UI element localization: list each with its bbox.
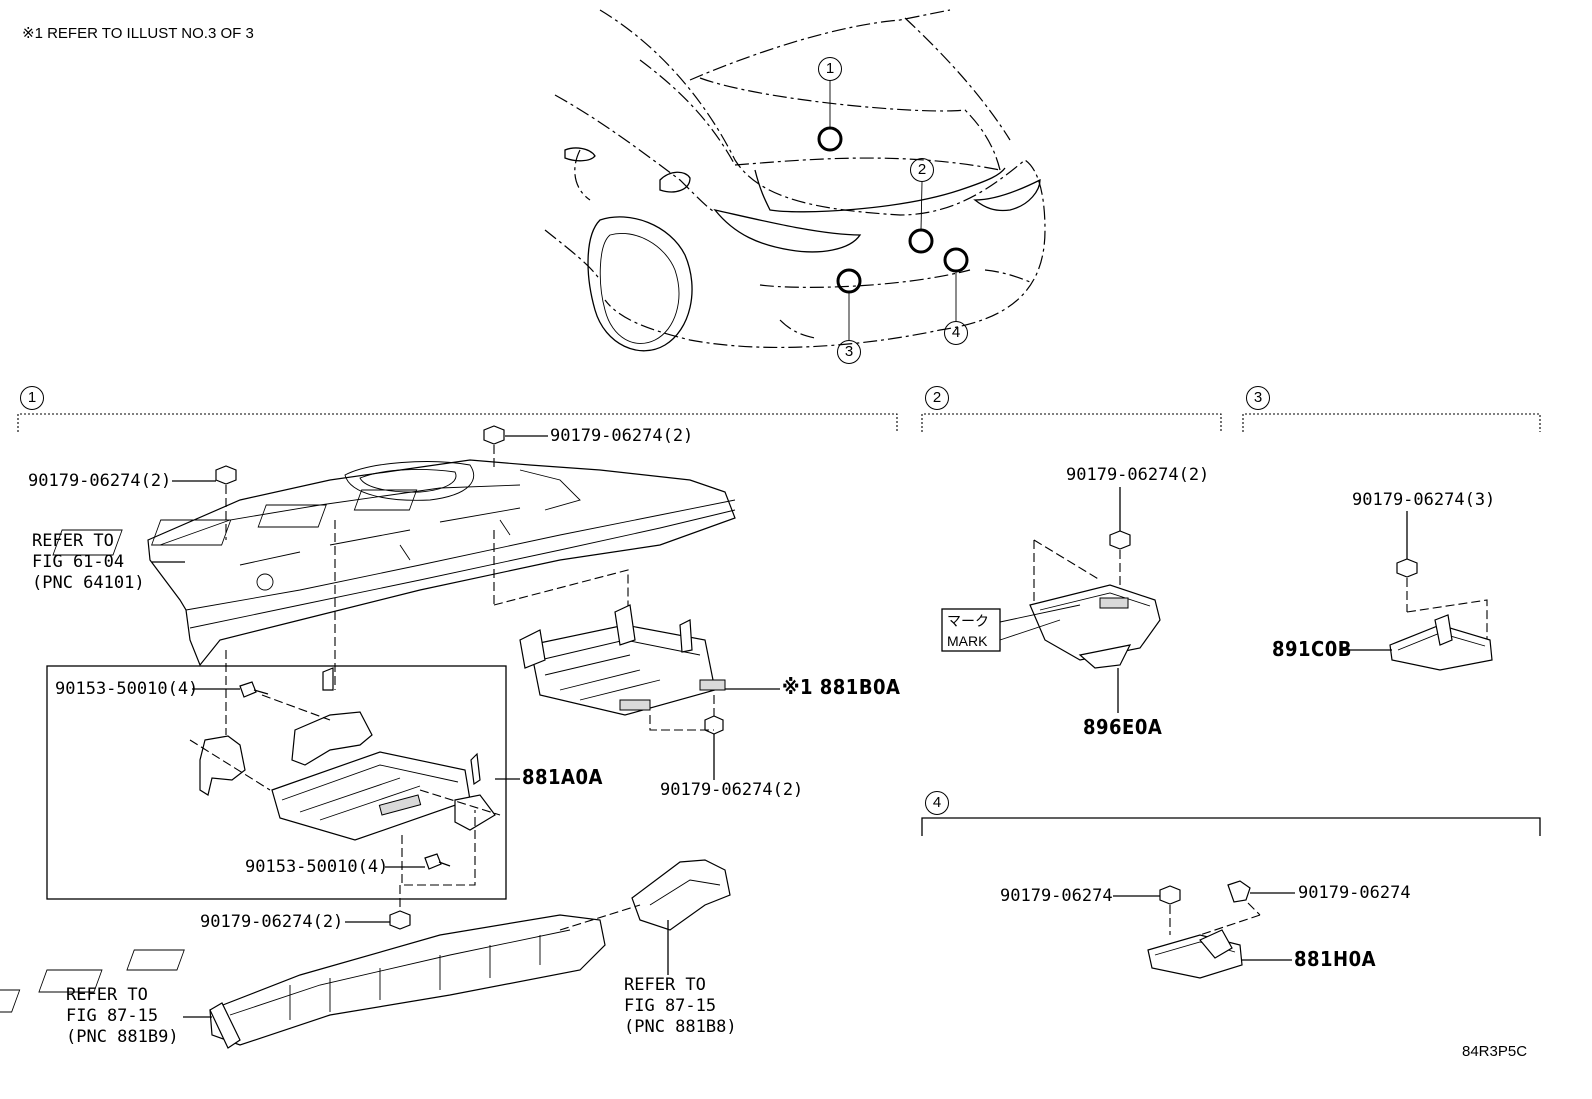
illustration-code: 84R3P5C (1462, 1043, 1528, 1060)
section-3-callout[interactable]: 3 (1246, 386, 1270, 410)
nut-label-bottom[interactable]: 90179-06274(2) (200, 912, 344, 932)
section-1-callout[interactable]: 1 (20, 386, 44, 410)
vehicle-callout-4[interactable]: 4 (944, 321, 968, 345)
nut-label-right[interactable]: 90179-06274(2) (660, 780, 804, 800)
section-4-callout[interactable]: 4 (925, 791, 949, 815)
refer-floor-label[interactable]: REFER TO FIG 61-04 (PNC 64101) (32, 531, 145, 593)
refer-left-label[interactable]: REFER TO FIG 87-15 (PNC 881B9) (66, 985, 179, 1047)
section-1-artwork (0, 425, 736, 1049)
section-2-artwork (941, 530, 1161, 700)
part-891c0b-label[interactable]: 891C0B (1272, 637, 1352, 661)
leader-lines (152, 435, 1408, 1018)
vehicle-callout-1[interactable]: 1 (818, 57, 842, 81)
section-3-nut-label[interactable]: 90179-06274(3) (1352, 490, 1496, 510)
section-4-nut-label-right[interactable]: 90179-06274 (1298, 883, 1411, 903)
header-note: ※1 REFER TO ILLUST NO.3 OF 3 (22, 25, 254, 42)
nut-label-left[interactable]: 90179-06274(2) (28, 471, 172, 491)
vehicle-callout-3[interactable]: 3 (837, 340, 861, 364)
section-3-artwork (1389, 558, 1493, 671)
section-brackets (17, 413, 1541, 836)
section-2-nut-label[interactable]: 90179-06274(2) (1066, 465, 1210, 485)
section-2-callout[interactable]: 2 (925, 386, 949, 410)
vehicle-callout-2[interactable]: 2 (910, 158, 934, 182)
mark-label-jp: マーク (947, 613, 989, 629)
part-881h0a-label[interactable]: 881H0A (1294, 947, 1377, 971)
refer-right-label[interactable]: REFER TO FIG 87-15 (PNC 881B8) (624, 975, 737, 1037)
section-4-nut-label-left[interactable]: 90179-06274 (1000, 886, 1113, 906)
vehicle-outline (544, 9, 1046, 352)
bolt-label-upper[interactable]: 90153-50010(4) (55, 679, 199, 699)
part-896e0a-label[interactable]: 896E0A (1083, 715, 1163, 739)
nut-label-top[interactable]: 90179-06274(2) (550, 426, 694, 446)
bolt-label-lower[interactable]: 90153-50010(4) (245, 857, 389, 877)
part-881b0a-label[interactable]: ※1 881B0A (782, 675, 901, 699)
part-881a0a-label[interactable]: 881A0A (522, 765, 603, 789)
mark-label-en: MARK (947, 633, 988, 649)
vehicle-location-markers (817, 80, 969, 340)
section-4-artwork (1147, 880, 1261, 979)
